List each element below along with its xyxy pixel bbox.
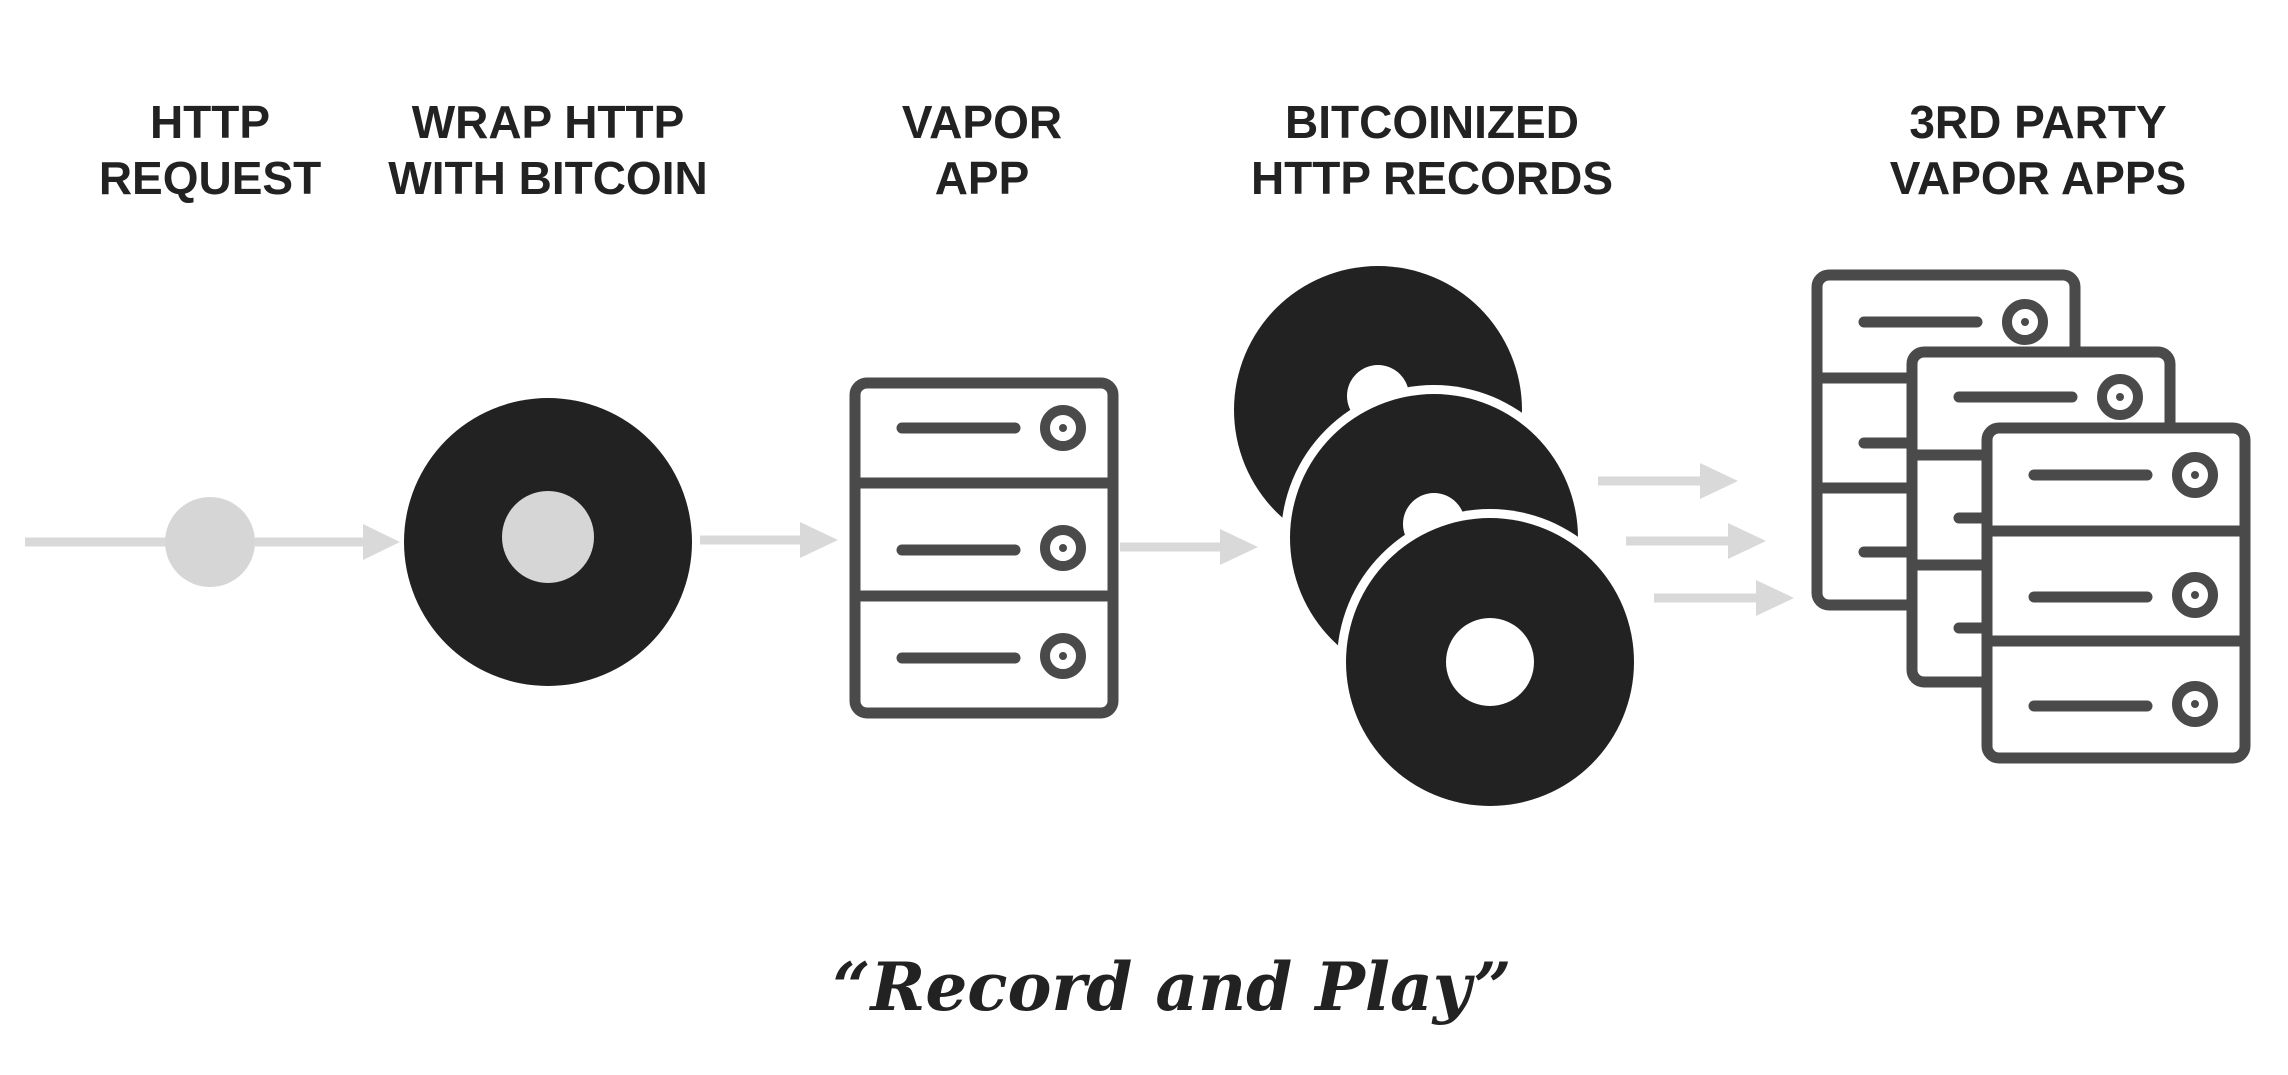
stage-label-line1: 3RD PARTY [1909,96,2166,148]
server-rack-icon [849,377,1119,719]
arrow-head [1728,523,1766,559]
caption: “Record and Play” [833,948,1512,1026]
arrow-head [1756,580,1794,616]
server-knob-dot [1059,544,1067,552]
stage-label-line2: WITH BITCOIN [388,152,707,204]
stage-label-line2: REQUEST [99,152,321,204]
stacked-discs-icon [1234,266,1643,815]
stage-label-line2: APP [935,152,1030,204]
stage-label-wrap-http: WRAP HTTP WITH BITCOIN [388,96,707,204]
server-knob-dot [1059,424,1067,432]
server-knob-dot [2191,471,2199,479]
server-knob-dot [2116,393,2124,401]
stacked-servers-icon [1811,269,2251,764]
bitcoin-disc-icon [404,398,692,686]
stage-label-http-request: HTTP REQUEST [99,96,321,204]
stage-label-line1: VAPOR [902,96,1062,148]
stage-label-third-party-apps: 3RD PARTY VAPOR APPS [1890,96,2187,204]
server-knob-dot [2191,700,2199,708]
arrow-head [1220,529,1258,565]
arrow-to-vapor-app [700,522,838,558]
request-dot-icon [25,497,400,587]
server-knob-dot [2021,318,2029,326]
arrow-head [1700,463,1738,499]
arrows-to-third-party [1598,463,1794,616]
stage-label-line1: WRAP HTTP [412,96,685,148]
arrow-to-records [1120,529,1258,565]
server-front [1981,422,2251,764]
stage-label-bitcoinized-records: BITCOINIZED HTTP RECORDS [1251,96,1613,204]
arrow-head [363,524,400,560]
disc-center-dot [502,491,594,583]
stage-label-line1: BITCOINIZED [1285,96,1579,148]
server-knob-dot [1059,652,1067,660]
record-disc-hole [1446,618,1534,706]
stage-label-line2: VAPOR APPS [1890,152,2187,204]
arrow-head [800,522,838,558]
request-dot [165,497,255,587]
stage-label-line1: HTTP [150,96,270,148]
stage-label-vapor-app: VAPOR APP [902,96,1062,204]
stage-label-line2: HTTP RECORDS [1251,152,1613,204]
server-knob-dot [2191,591,2199,599]
